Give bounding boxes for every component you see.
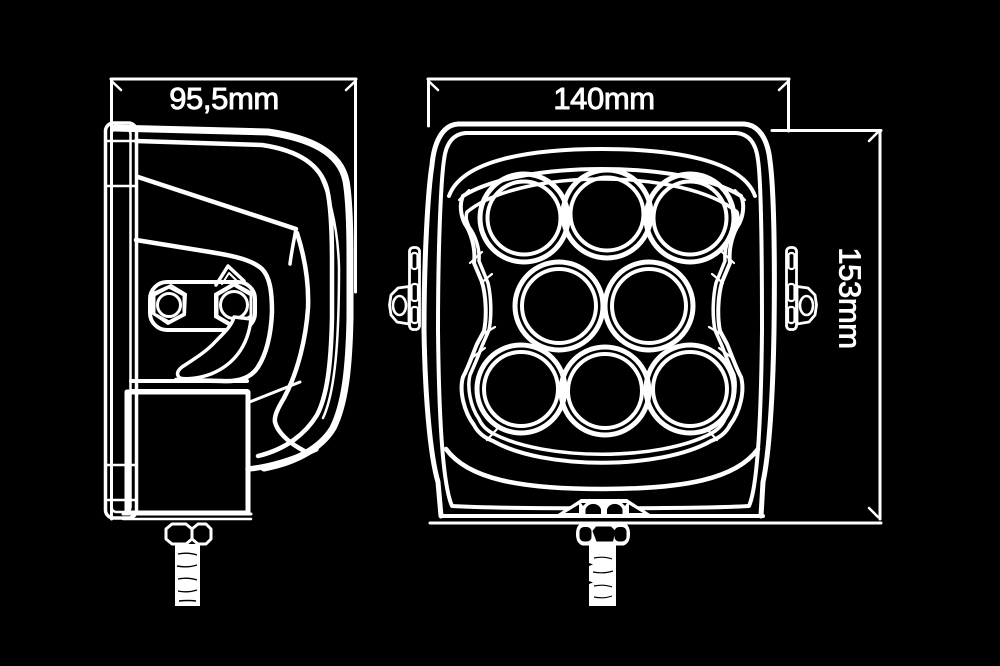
svg-text:95,5mm: 95,5mm: [169, 81, 279, 116]
svg-text:153mm: 153mm: [832, 247, 867, 348]
svg-text:140mm: 140mm: [553, 81, 654, 116]
